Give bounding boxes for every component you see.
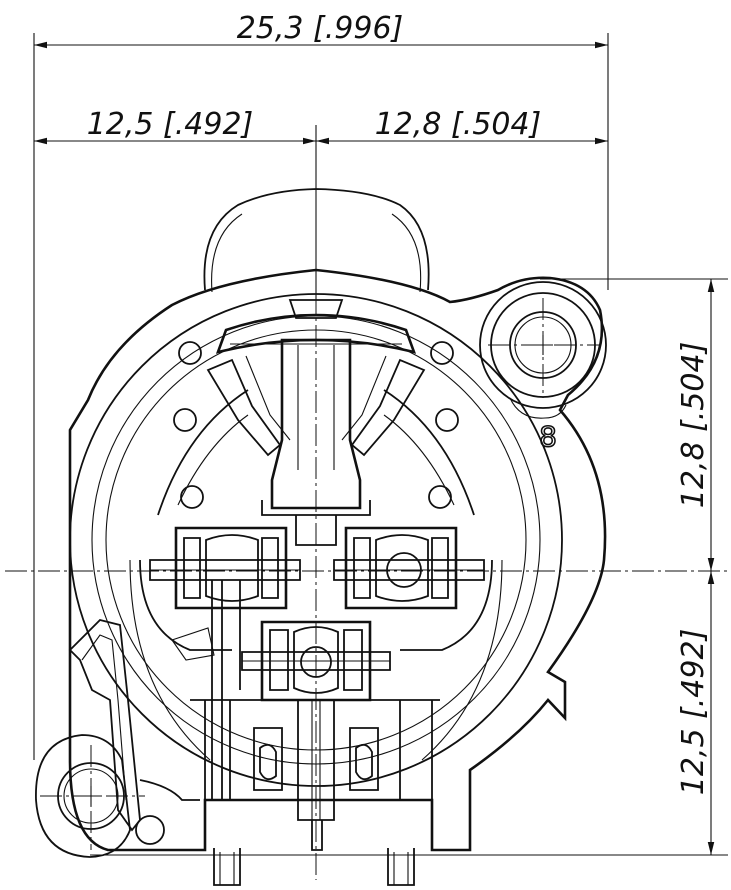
dimension-lines [33,33,728,856]
lower-height-label: 12,5 [.492] [676,629,711,796]
right-width-label: 12,8 [.504] [375,107,542,142]
mounting-hole-mark: 8 [539,420,557,453]
connector-body: 8 [35,188,607,886]
contact-right [333,526,485,610]
left-width-label: 12,5 [.492] [87,107,254,142]
upper-height-label: 12,8 [.504] [676,342,711,509]
contact-left [149,526,301,800]
overall-width-label: 25,3 [.996] [237,11,404,46]
